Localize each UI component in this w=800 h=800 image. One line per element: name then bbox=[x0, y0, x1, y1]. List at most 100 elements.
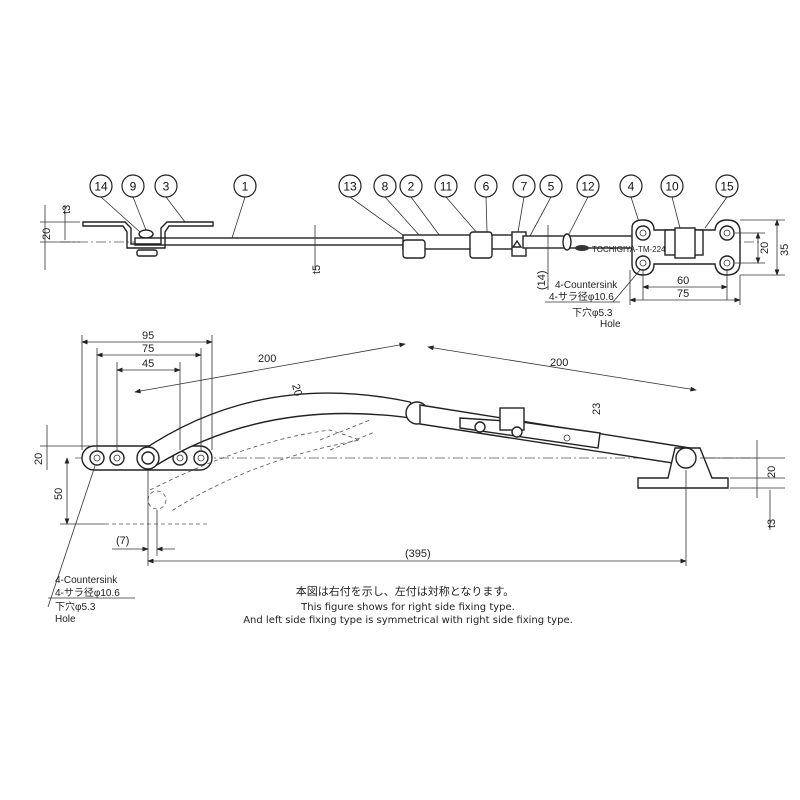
hole-note-line: 4-Countersink bbox=[55, 575, 118, 586]
logo-mark bbox=[575, 245, 589, 251]
leader-line bbox=[231, 196, 246, 239]
leader-line bbox=[567, 196, 589, 237]
leader-line bbox=[485, 196, 488, 233]
hole-note-line: Hole bbox=[600, 319, 621, 330]
dim-20-right: 20 bbox=[766, 466, 778, 478]
washer bbox=[136, 249, 158, 257]
balloon-10: 10 bbox=[660, 174, 684, 229]
pivot-block bbox=[402, 239, 426, 259]
dim-75: 75 bbox=[677, 288, 689, 300]
balloon-8: 8 bbox=[373, 174, 421, 237]
balloon-label: 12 bbox=[581, 180, 595, 194]
balloon-circle bbox=[576, 174, 600, 198]
stopper bbox=[469, 231, 493, 259]
balloon-4: 4 bbox=[619, 174, 643, 226]
dim-t3-right: t3 bbox=[766, 519, 778, 528]
leader-line bbox=[517, 196, 525, 233]
balloon-circle bbox=[338, 174, 362, 198]
balloon-label: 11 bbox=[440, 180, 453, 194]
dim-23: 23 bbox=[591, 403, 603, 415]
leader-line bbox=[410, 196, 441, 237]
dim-95: 95 bbox=[142, 330, 154, 342]
hole-note-line: 4-Countersink bbox=[555, 280, 618, 291]
balloon-label: 6 bbox=[483, 180, 490, 194]
dim-20-left: 20 bbox=[33, 453, 45, 465]
balloon-label: 1 bbox=[242, 180, 249, 194]
dim-45: 45 bbox=[142, 358, 154, 370]
balloon-circle bbox=[660, 174, 684, 198]
balloon-14: 14 bbox=[89, 174, 141, 233]
balloon-label: 15 bbox=[720, 180, 734, 194]
balloon-circle bbox=[715, 174, 739, 198]
leader-line bbox=[100, 196, 141, 233]
top-view: TOCHIGIYA-TM-224 20 t3 t5 (14) 20 35 60 … bbox=[40, 205, 791, 330]
rivet bbox=[138, 229, 154, 239]
dim-7: (7) bbox=[116, 535, 129, 547]
note-en-1: This figure shows for right side fixing … bbox=[300, 602, 515, 613]
hole-note-line: Hole bbox=[55, 614, 76, 625]
balloon-circle bbox=[89, 174, 113, 198]
latch-block bbox=[499, 407, 525, 431]
leader-line bbox=[704, 196, 728, 229]
balloon-circle bbox=[512, 174, 536, 198]
leader-line bbox=[529, 196, 552, 237]
dim-200-link: 200 bbox=[550, 357, 568, 369]
balloon-12: 12 bbox=[567, 174, 600, 237]
dim-20-right: 20 bbox=[759, 242, 771, 254]
drawing-notes: 本図は右付を示し、左付は対称となります。 This figure shows f… bbox=[243, 584, 573, 626]
model-marking: TOCHIGIYA-TM-224 bbox=[592, 245, 666, 254]
balloon-label: 8 bbox=[382, 180, 389, 194]
balloon-7: 7 bbox=[512, 174, 536, 233]
dim-20-arm: 20 bbox=[289, 383, 304, 398]
dim-t5: t5 bbox=[311, 265, 323, 274]
dim-50: 50 bbox=[53, 488, 65, 500]
balloon-label: 14 bbox=[94, 180, 108, 194]
balloon-label: 10 bbox=[665, 180, 679, 194]
balloon-label: 4 bbox=[628, 180, 635, 194]
dim-35: 35 bbox=[779, 244, 791, 256]
dim-75: 75 bbox=[142, 343, 154, 355]
balloon-3: 3 bbox=[154, 174, 186, 223]
dim-14: (14) bbox=[536, 270, 548, 290]
balloon-circle bbox=[154, 174, 178, 198]
hole-note-line: 下穴φ5.3 bbox=[572, 306, 613, 319]
balloon-circle bbox=[474, 174, 498, 198]
balloon-9: 9 bbox=[121, 174, 147, 231]
balloon-circle bbox=[619, 174, 643, 198]
dim-60: 60 bbox=[677, 275, 689, 287]
balloon-15: 15 bbox=[704, 174, 739, 229]
balloon-5: 5 bbox=[529, 174, 563, 237]
leader-line bbox=[384, 196, 421, 237]
balloon-label: 2 bbox=[408, 180, 415, 194]
note-en-2: And left side fixing type is symmetrical… bbox=[243, 615, 573, 626]
dim-200-arm: 200 bbox=[258, 353, 276, 365]
note-jp: 本図は右付を示し、左付は対称となります。 bbox=[296, 584, 515, 598]
side-view: 95 75 45 200 200 20 23 20 50 (7) (395) 2… bbox=[33, 330, 785, 625]
balloon-circle bbox=[434, 174, 458, 198]
leader-line bbox=[349, 196, 408, 239]
balloon-label: 9 bbox=[130, 180, 137, 194]
balloon-circle bbox=[373, 174, 397, 198]
balloon-6: 6 bbox=[474, 174, 498, 233]
balloon-circle bbox=[539, 174, 563, 198]
leader-line bbox=[165, 196, 186, 223]
hinge-knuckle bbox=[674, 227, 696, 259]
top-hole-note: 4-Countersink 4-サラ径φ10.6 下穴φ5.3 Hole bbox=[549, 280, 621, 330]
balloon-1: 1 bbox=[231, 174, 257, 239]
balloon-13: 13 bbox=[338, 174, 408, 239]
hole-note-line: 下穴φ5.3 bbox=[55, 600, 96, 613]
balloon-11: 11 bbox=[434, 174, 479, 235]
balloon-2: 2 bbox=[399, 174, 441, 237]
hole-note-line: 4-サラ径φ10.6 bbox=[549, 290, 614, 303]
balloon-circle bbox=[121, 174, 145, 198]
balloon-circle bbox=[399, 174, 423, 198]
balloon-circle bbox=[233, 174, 257, 198]
dim-395: (395) bbox=[405, 548, 431, 560]
side-hole-note: 4-Countersink 4-サラ径φ10.6 下穴φ5.3 Hole bbox=[55, 575, 120, 625]
left-bracket bbox=[82, 221, 214, 249]
dim-t3: t3 bbox=[61, 205, 73, 214]
balloon-label: 7 bbox=[521, 180, 528, 194]
leader-line bbox=[132, 196, 147, 231]
